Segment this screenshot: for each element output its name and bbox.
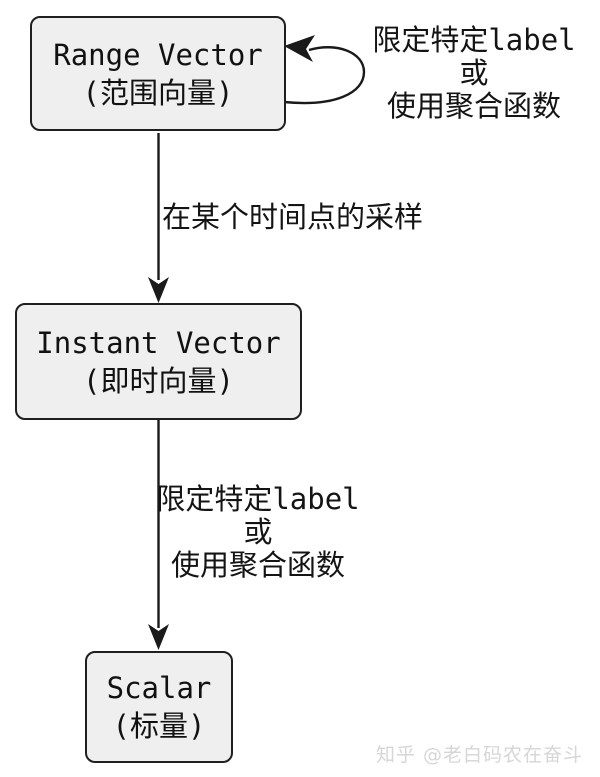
edge-label-self-loop: 限定特定label 或 使用聚合函数 xyxy=(372,24,575,123)
edge-label-self-loop-line-1: 限定特定label xyxy=(372,23,576,57)
instant-to-scalar-arrowhead xyxy=(148,624,169,650)
node-range-vector-title: Range Vector xyxy=(53,37,263,72)
edge-label-self-loop-line-3: 使用聚合函数 xyxy=(386,89,561,123)
range-to-instant-arrowhead xyxy=(148,277,169,303)
edge-label-instant-to-scalar: 限定特定label 或 使用聚合函数 xyxy=(156,483,359,582)
node-instant-vector: Instant Vector (即时向量) xyxy=(15,303,302,420)
node-scalar-subtitle: (标量) xyxy=(112,709,206,743)
node-scalar-title: Scalar xyxy=(106,671,212,705)
zhihu-watermark: 知乎 @老白码农在奋斗 xyxy=(375,744,583,766)
node-scalar: Scalar (标量) xyxy=(85,651,233,763)
edge-label-instant-to-scalar-line-1: 限定特定label xyxy=(156,482,360,516)
edge-label-instant-to-scalar-line-3: 使用聚合函数 xyxy=(170,548,345,582)
self-loop-arrowhead xyxy=(284,35,315,62)
node-instant-vector-subtitle: (即时向量) xyxy=(83,363,234,398)
edge-label-range-to-instant-line-1: 在某个时间点的采样 xyxy=(162,200,424,234)
self-loop-arrow-line xyxy=(283,46,366,105)
edge-label-range-to-instant: 在某个时间点的采样 xyxy=(162,201,423,234)
edge-label-instant-to-scalar-line-2: 或 xyxy=(243,515,273,549)
node-range-vector-subtitle: (范围向量) xyxy=(82,75,234,110)
node-instant-vector-title: Instant Vector xyxy=(36,325,281,360)
edge-label-self-loop-line-2: 或 xyxy=(459,56,489,90)
node-range-vector: Range Vector (范围向量) xyxy=(30,16,286,131)
